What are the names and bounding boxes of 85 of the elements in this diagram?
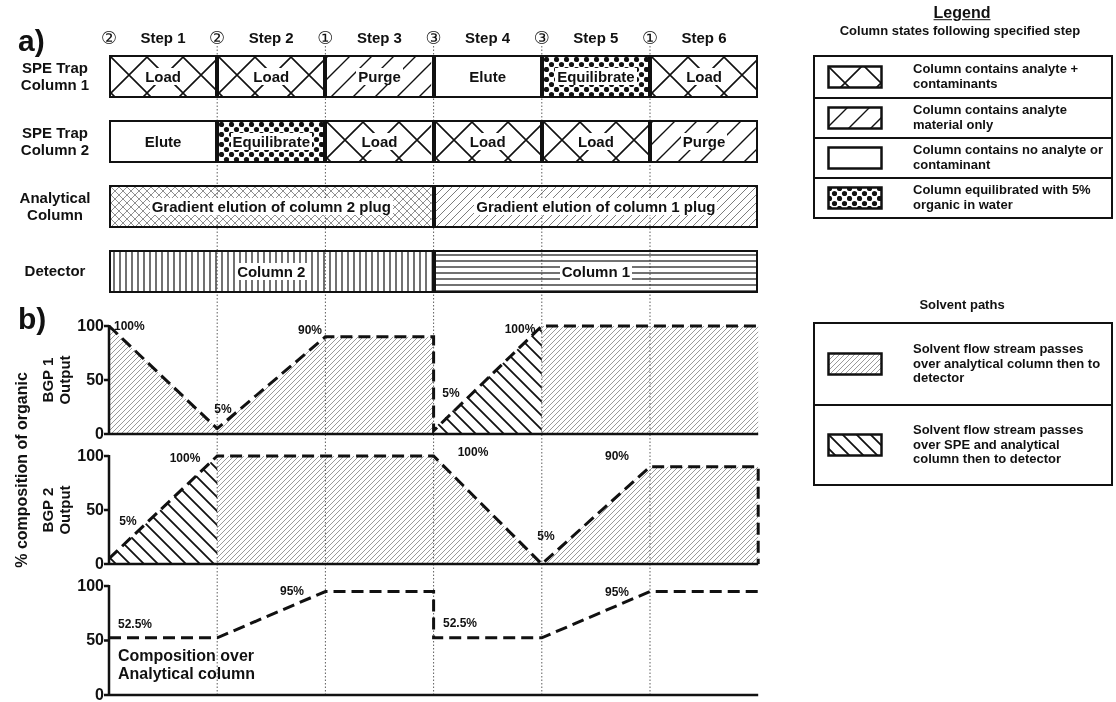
cell-text: Column 2	[235, 263, 308, 280]
panel-letter: a)	[18, 23, 45, 57]
value-label: 52.5%	[443, 617, 477, 631]
value-label: 100%	[114, 320, 145, 334]
value-label: 5%	[537, 530, 555, 544]
cell-text: Load	[143, 68, 183, 85]
legend-title: Legend	[933, 4, 991, 22]
legend-text: Solvent flow stream passes over SPE and analytical column then to detector	[913, 422, 1085, 468]
step-number-marker: ③	[533, 28, 550, 48]
value-label: 95%	[605, 586, 629, 600]
cell-text: Purge	[356, 68, 403, 85]
row-header: SPE Trap Column 1	[19, 59, 91, 93]
value-label: 95%	[280, 585, 304, 599]
cell-text: Elute	[467, 68, 509, 85]
state-cell	[433, 55, 542, 98]
chart-note: Composition over Analytical column	[118, 647, 256, 683]
step-label: Step 6	[681, 29, 727, 47]
step-number-marker: ③	[425, 28, 442, 48]
tick-label: 50	[86, 371, 104, 389]
axis-title: BGP 1 Output	[39, 354, 73, 407]
cell-text: Equilibrate	[555, 68, 637, 85]
cell-text: Gradient elution of column 1 plug	[474, 198, 718, 215]
cell-text: Load	[467, 133, 508, 150]
tick-label: 0	[95, 425, 104, 443]
step-number-marker: ②	[209, 28, 226, 48]
cell-text: Load	[684, 68, 724, 85]
value-label: 90%	[605, 450, 629, 464]
step-number-marker: ②	[100, 28, 118, 48]
value-label: 100%	[457, 446, 489, 460]
state-cell	[217, 55, 326, 98]
state-cell	[541, 120, 650, 163]
legend-text: Column contains analyte + contaminants	[913, 62, 1080, 92]
state-cell	[325, 55, 434, 98]
value-label: 5%	[442, 387, 460, 401]
state-cell	[650, 120, 759, 163]
legend-heading: Solvent paths	[919, 297, 1005, 313]
legend-text: Column equilibrated with 5% organic in water	[913, 183, 1092, 213]
tick-label: 0	[95, 555, 104, 573]
legend-text: Column contains analyte material only	[913, 103, 1068, 133]
state-cell	[433, 120, 542, 163]
cell-text: Load	[359, 133, 400, 150]
value-label: 90%	[298, 324, 322, 338]
tick-label: 50	[86, 501, 104, 519]
axis-title: % composition of organic	[13, 372, 31, 568]
state-cell	[433, 185, 759, 228]
tick-label: 100	[77, 447, 104, 465]
state-cell	[217, 120, 326, 163]
step-label: Step 5	[573, 29, 619, 47]
state-cell	[433, 250, 759, 293]
state-cell	[109, 250, 434, 293]
tick-label: 100	[77, 577, 104, 595]
state-cell	[109, 55, 218, 98]
legend-text: Column contains no analyte or contaminant	[913, 143, 1104, 173]
row-header: Analytical Column	[18, 189, 92, 223]
value-label: 52.5%	[118, 618, 152, 632]
tick-label: 100	[77, 317, 104, 335]
step-number-marker: ①	[641, 28, 659, 48]
axis-title: BGP 2 Output	[39, 484, 73, 537]
value-label: 100%	[504, 323, 536, 337]
step-label: Step 1	[140, 29, 186, 47]
tick-label: 0	[95, 686, 104, 702]
step-label: Step 4	[465, 29, 511, 47]
row-header: Detector	[23, 262, 87, 280]
legend-text: Solvent flow stream passes over analytical column then to detector	[913, 341, 1102, 387]
step-number-marker: ①	[317, 28, 334, 48]
state-cell	[650, 55, 759, 98]
row-header: SPE Trap Column 2	[19, 124, 91, 158]
cell-text: Equilibrate	[230, 133, 313, 150]
step-label: Step 3	[356, 29, 402, 47]
cell-text: Elute	[142, 133, 184, 150]
cell-text: Load	[251, 68, 292, 85]
cell-text: Gradient elution of column 2 plug	[149, 198, 393, 215]
value-label: 5%	[119, 515, 137, 529]
value-label: 100%	[169, 452, 201, 466]
step-label: Step 2	[248, 29, 294, 47]
panel-letter: b)	[18, 301, 47, 335]
cell-text: Column 1	[559, 263, 633, 280]
tick-label: 50	[86, 631, 104, 649]
state-cell	[109, 120, 218, 163]
state-cell	[541, 55, 650, 98]
value-label: 5%	[214, 403, 232, 417]
cell-text: Purge	[680, 133, 728, 150]
legend-heading: Column states following specified step	[839, 23, 1081, 39]
state-cell	[109, 185, 434, 228]
state-cell	[325, 120, 434, 163]
